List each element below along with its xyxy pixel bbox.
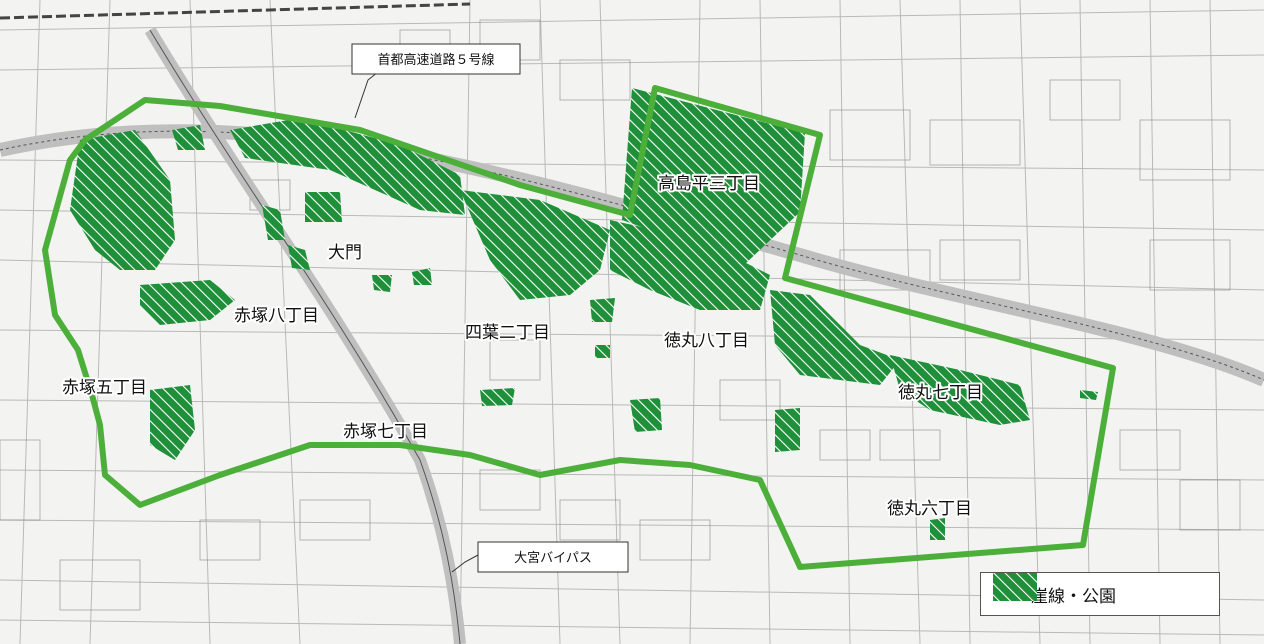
callout-expressway: 首都高速道路５号線 (351, 43, 521, 119)
hatched-area (288, 245, 310, 270)
cliff-park-areas (70, 88, 1098, 540)
railway (0, 2, 471, 20)
hatched-area (150, 385, 195, 460)
callout-expressway-box (351, 43, 521, 75)
callout-expressway-leader (354, 71, 379, 119)
district-label-yotsuba2: 四葉二丁目 (465, 323, 550, 343)
block-outlines (0, 19, 1241, 611)
district-label-akatsuka5: 赤塚五丁目 (62, 378, 147, 398)
hatched-area (70, 130, 175, 270)
hatched-area (480, 388, 515, 406)
hatched-area (172, 125, 205, 150)
callout-expressway-label: 首都高速道路５号線 (377, 52, 494, 68)
district-label-tokumaru8: 徳丸八丁目 (664, 331, 749, 351)
district-label-akatsuka8: 赤塚八丁目 (234, 306, 319, 326)
hatched-area (372, 275, 392, 292)
hatched-area (775, 408, 800, 452)
hatched-area (305, 192, 342, 222)
callout-bypass: 大宮バイパス (451, 541, 629, 573)
callout-bypass-label: 大宮バイパス (514, 550, 592, 566)
hatched-area (412, 268, 432, 285)
hatched-area (262, 205, 285, 240)
hatched-area (595, 345, 610, 358)
hatched-area (930, 518, 945, 540)
callout-bypass-leader (451, 554, 479, 573)
hatched-area-icon (993, 573, 1037, 601)
hatched-area (622, 88, 805, 264)
district-label-tokumaru6: 徳丸六丁目 (887, 499, 972, 519)
district-label-tokumaru7: 徳丸七丁目 (898, 383, 983, 403)
callout-bypass-box (477, 541, 629, 573)
hatched-area (610, 220, 770, 310)
hatched-area (630, 398, 662, 432)
bypass-road-edge (149, 29, 461, 644)
hatched-area (460, 190, 610, 300)
study-area-boundary (42, 85, 1116, 570)
district-labels: 高島平三丁目 大門 赤塚八丁目 四葉二丁目 徳丸八丁目 赤塚五丁目 赤塚七丁目 … (60, 172, 985, 521)
hatched-area (770, 290, 900, 385)
district-label-daimon: 大門 (328, 243, 362, 263)
hatched-area (590, 298, 615, 322)
hatched-area (1080, 390, 1098, 400)
map-legend: 崖線・公園 (980, 572, 1220, 616)
hatched-area (230, 118, 465, 215)
legend-label: 崖線・公園 (1031, 586, 1116, 607)
hatched-area (140, 280, 235, 325)
hatched-area (890, 355, 1030, 425)
district-label-takashimadaira3: 高島平三丁目 (658, 174, 760, 194)
district-label-akatsuka7: 赤塚七丁目 (343, 422, 428, 442)
